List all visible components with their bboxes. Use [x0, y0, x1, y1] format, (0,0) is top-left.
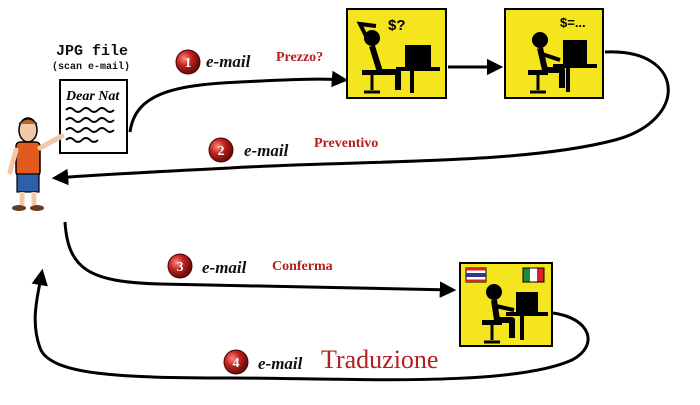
step-3-note: Conferma [272, 259, 333, 274]
step-2-channel: e-mail [244, 141, 289, 160]
panel-quoting-symbol: $=... [560, 15, 586, 30]
panel-thinking-symbol: $? [388, 17, 406, 34]
step-1-number: 1 [185, 56, 192, 71]
panel-thinking: $? [346, 8, 447, 99]
arrow-2 [51, 50, 670, 186]
panel-translating [459, 262, 553, 347]
step-2-number: 2 [218, 144, 225, 159]
file-title: JPG file [56, 43, 129, 60]
step-1-channel: e-mail [206, 52, 251, 71]
step-1-note: Prezzo? [276, 50, 324, 65]
step-4-number: 4 [233, 356, 240, 371]
arrow-4 [31, 268, 590, 382]
flag-italy-icon [522, 267, 545, 283]
arrow-1 [128, 70, 349, 133]
step-4-badge: 4 [223, 349, 249, 375]
file-subtitle: (scan e-mail) [52, 62, 131, 73]
step-3-number: 3 [177, 260, 184, 275]
arrow-3 [63, 221, 457, 298]
step-4-channel: e-mail [258, 354, 303, 373]
panel-quoting: $=... [504, 8, 604, 99]
step-3-channel: e-mail [202, 258, 247, 277]
step-badges: 1 2 3 4 [167, 49, 249, 375]
flow-arrows [31, 50, 670, 382]
scanned-letter: Dear Nat [59, 79, 128, 154]
step-1-badge: 1 [175, 49, 201, 75]
letter-heading: Dear Nat [65, 89, 120, 104]
client-figure [7, 117, 65, 211]
step-3-badge: 3 [167, 253, 193, 279]
step-4-note: Traduzione [321, 345, 439, 374]
step-2-badge: 2 [208, 137, 234, 163]
flag-thailand-icon [465, 267, 487, 283]
step-2-note: Preventivo [314, 136, 379, 151]
